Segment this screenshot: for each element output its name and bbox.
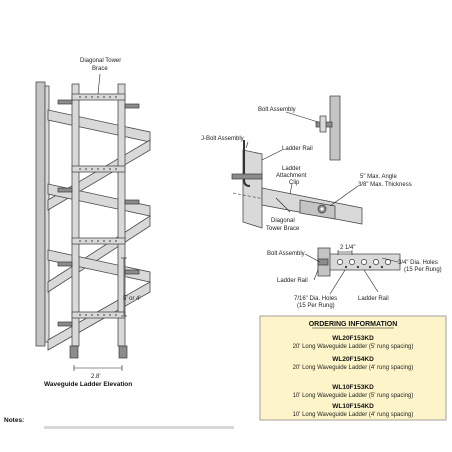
ordering-item-desc: 10' Long Waveguide Ladder (5' rung spaci… <box>293 393 414 399</box>
ladder-rail-left-label: Ladder Rail <box>277 278 308 284</box>
left-view-title: Waveguide Ladder Elevation <box>44 381 132 388</box>
left-brace-label-line1: Diagonal Tower <box>80 58 121 64</box>
ordering-title: ORDERING INFORMATION <box>309 321 398 328</box>
ladder-rail-detail <box>242 149 263 229</box>
attachment-clips <box>57 99 140 327</box>
left-brace-label-line2: Brace <box>92 66 108 72</box>
holes-716-label-2: (15 Per Rung) <box>297 303 335 309</box>
ladder-rail-left <box>71 83 80 347</box>
ordering-item-desc: 20' Long Waveguide Ladder (4' rung spaci… <box>293 365 414 371</box>
brace-detail-label-1: Diagonal <box>271 218 295 224</box>
ordering-item-desc: 10' Long Waveguide Ladder (4' rung spaci… <box>293 412 414 418</box>
ordering-box-bg <box>259 315 447 421</box>
tower-leg <box>35 81 46 347</box>
ordering-item-code: WL20F154KD <box>332 356 374 363</box>
max-angle-label-1: 5" Max. Angle <box>360 174 397 180</box>
ladder-elevation-drawing <box>35 73 151 371</box>
bolt-assembly-top-label: Bolt Assembly <box>258 107 296 113</box>
holes-716-label-1: 7/16" Dia. Holes <box>294 296 337 302</box>
ordering-item-desc: 20' Long Waveguide Ladder (5' rung spaci… <box>293 344 414 350</box>
max-angle-label-2: 3/8" Max. Thickness <box>358 182 412 188</box>
bolt-assembly-bottom-label: Bolt Assembly <box>267 251 305 257</box>
ordering-item-code: WL10F154KD <box>332 403 374 410</box>
attachment-clip-label-1: Ladder <box>282 166 301 172</box>
holes-34-label-2: (15 Per Rung) <box>404 267 442 273</box>
ladder-rail-bottom-label: Ladder Rail <box>358 296 389 302</box>
rung-detail-holes <box>337 259 391 269</box>
notes-text-illegible <box>44 426 234 429</box>
tower-leg-flange <box>44 85 50 343</box>
spacing-label: 2 1/4" <box>340 245 355 251</box>
attachment-clip-label-3: Clip <box>289 180 300 186</box>
diagonal-brace-1 <box>47 109 151 143</box>
upper-rail-channel <box>329 95 341 161</box>
attachment-detail-drawing <box>231 95 401 295</box>
rung-holes <box>79 96 117 316</box>
ordering-info-box: ORDERING INFORMATION WL20F153KD 20' Long… <box>259 315 447 421</box>
j-bolt-label: J-Bolt Assembly <box>201 136 244 142</box>
ladder-rail-top-label: Ladder Rail <box>282 146 313 152</box>
holes-34-label-1: 3/4" Dia. Holes <box>398 260 438 266</box>
notes-label: Notes: <box>4 417 24 424</box>
rail-end-right <box>118 345 128 359</box>
brace-detail-label-2: Tower Brace <box>266 226 300 232</box>
ordering-item-code: WL10F153KD <box>332 384 374 391</box>
ladder-width-label: 2.8' <box>91 374 101 380</box>
rail-end-left <box>69 345 79 359</box>
rung-spacing-label: 5' or 4' <box>123 296 141 302</box>
attachment-clip-label-2: Attachment <box>276 173 307 179</box>
ordering-item-code: WL20F153KD <box>332 335 374 342</box>
